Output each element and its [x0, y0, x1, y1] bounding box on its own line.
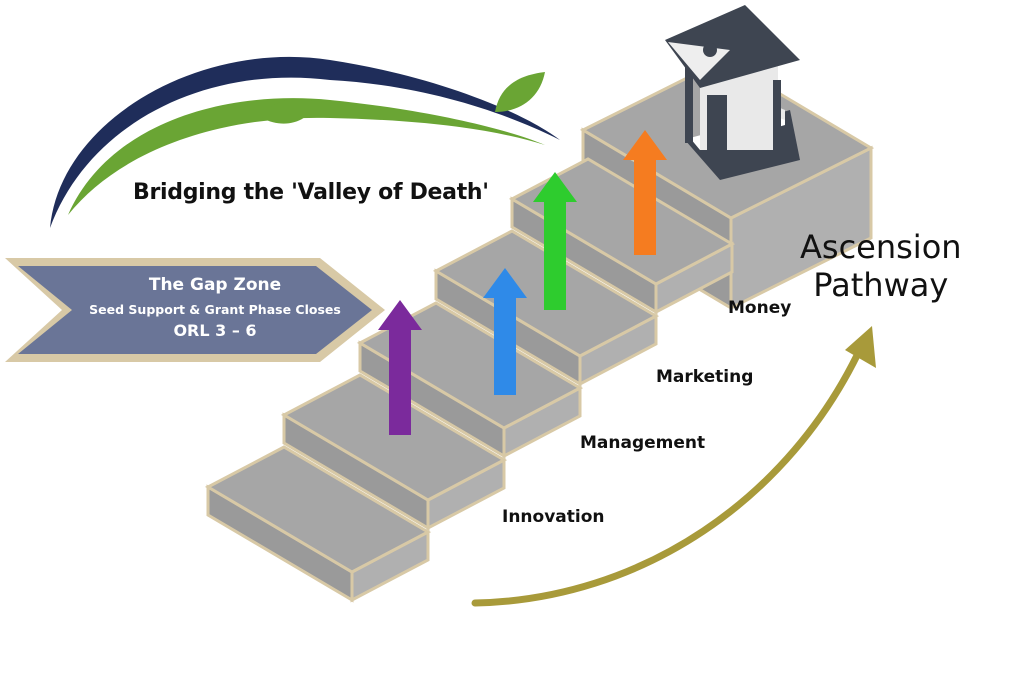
- step-top-face-1: [280, 373, 508, 502]
- bank-icon: [665, 5, 800, 180]
- up-arrow-icon: [623, 130, 667, 255]
- gap-zone-banner: The Gap Zone Seed Support & Grant Phase …: [0, 255, 390, 365]
- step-top-face-0: [204, 445, 432, 574]
- banner-shape: [5, 258, 385, 362]
- navy-swoosh: [50, 56, 560, 228]
- step-label-management: Management: [580, 433, 706, 453]
- pathway-line2: Pathway: [813, 266, 949, 304]
- gap-zone-heading: The Gap Zone: [148, 275, 282, 295]
- gap-zone-range: ORL 3 – 6: [173, 321, 257, 340]
- green-swoosh: [68, 98, 545, 215]
- ascension-arrowhead: [845, 326, 876, 368]
- up-arrow-icon: [378, 300, 422, 435]
- step-label-innovation: Innovation: [502, 507, 605, 527]
- ascension-arrow: [471, 341, 866, 607]
- ascension-pathway-label: Ascension Pathway: [800, 228, 962, 304]
- up-arrow-icon: [483, 268, 527, 395]
- pathway-line1: Ascension: [800, 228, 962, 266]
- step-arrows: [378, 130, 667, 435]
- up-arrow-icon: [533, 172, 577, 310]
- step-label-money: Money: [728, 298, 792, 318]
- leaf-icon: [262, 98, 318, 124]
- gap-zone-subheading: Seed Support & Grant Phase Closes: [89, 302, 341, 317]
- diagram-title: Bridging the 'Valley of Death': [133, 180, 489, 205]
- step-label-marketing: Marketing: [656, 367, 754, 387]
- leaf-icon: [495, 72, 545, 112]
